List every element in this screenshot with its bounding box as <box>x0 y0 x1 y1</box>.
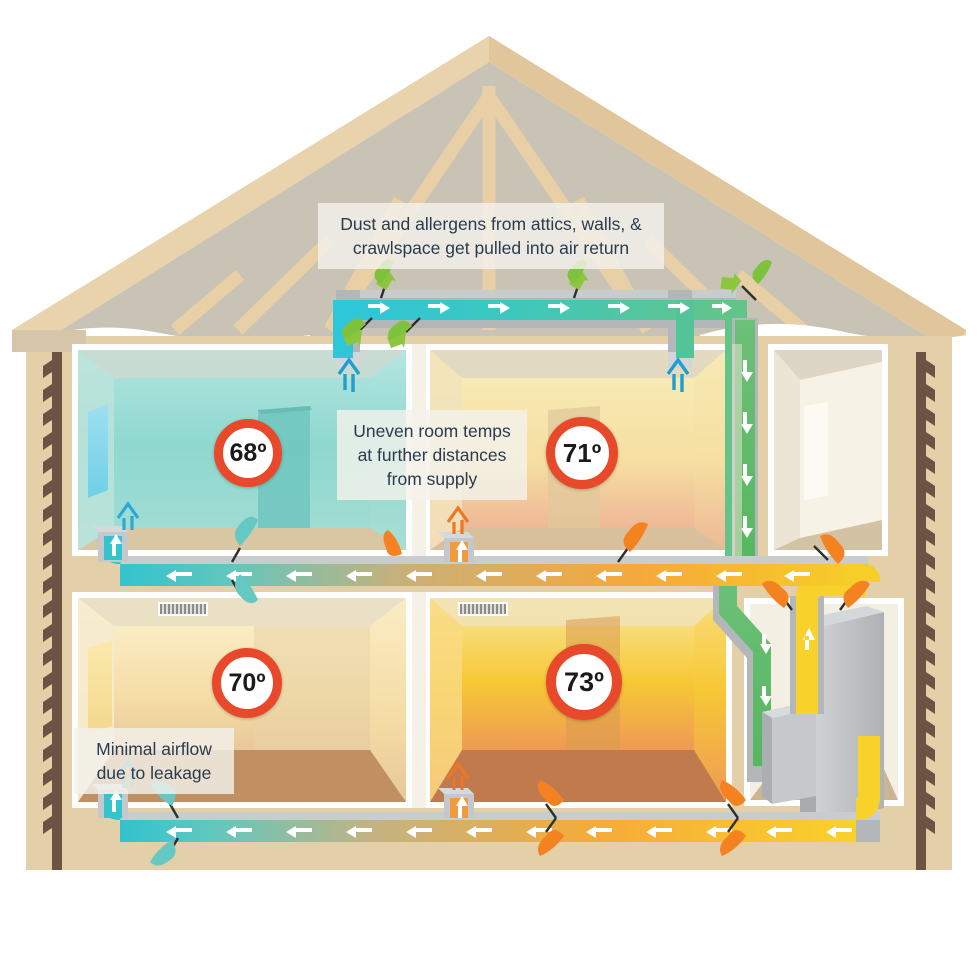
room-upstairs-closet <box>768 344 888 556</box>
temperature-badge-upstairs-left: 68º <box>214 419 282 487</box>
supply-flow-arrows-basement <box>110 790 852 838</box>
siding-edge-right <box>916 352 935 870</box>
temperature-value-73: 73º <box>564 666 604 697</box>
supply-arrow-73 <box>446 761 470 790</box>
wall-grille-downstairs-left <box>158 602 208 616</box>
temperature-badge-downstairs-right: 73º <box>546 644 622 720</box>
leak-arrows-green <box>342 260 772 348</box>
siding-edge-left <box>43 352 62 870</box>
callout-attic-line2: crawlspace get pulled into air return <box>352 238 630 258</box>
callout-minimal-airflow: Minimal airflow due to leakage <box>74 728 234 794</box>
return-intake-arrow-left <box>337 357 361 392</box>
temperature-badge-downstairs-left: 70º <box>212 648 282 718</box>
temperature-value-71: 71º <box>562 437 602 468</box>
callout-attic-return: Dust and allergens from attics, walls, &… <box>318 203 664 269</box>
callout-uneven-line3: from supply <box>386 469 478 489</box>
supply-flow-arrows-mid <box>110 534 810 582</box>
supply-arrow-71 <box>446 505 470 534</box>
callout-uneven-temps: Uneven room temps at further distances f… <box>337 410 527 500</box>
temperature-value-68: 68º <box>229 438 267 467</box>
return-trunk-vertical <box>713 318 817 782</box>
callout-uneven-line1: Uneven room temps <box>353 421 511 441</box>
room-upstairs-left <box>72 344 412 556</box>
callout-airflow-line2: due to leakage <box>96 763 212 783</box>
callout-attic-line1: Dust and allergens from attics, walls, & <box>340 214 642 234</box>
callout-uneven-line2: at further distances <box>357 445 507 465</box>
supply-duct-first-floor <box>92 526 880 586</box>
return-intake-arrow-right <box>666 357 690 392</box>
temperature-badge-upstairs-right: 71º <box>546 417 618 489</box>
callout-airflow-line1: Minimal airflow <box>96 739 212 759</box>
supply-arrow-68 <box>116 501 140 530</box>
temperature-value-70: 70º <box>228 668 266 697</box>
wall-grille-downstairs-right <box>458 602 508 616</box>
furnace-unit <box>762 606 884 822</box>
window-downstairs-left <box>88 640 112 734</box>
return-flow-arrows <box>368 302 732 314</box>
window-upstairs-left <box>88 404 108 498</box>
leak-arrows-orange <box>383 522 870 856</box>
